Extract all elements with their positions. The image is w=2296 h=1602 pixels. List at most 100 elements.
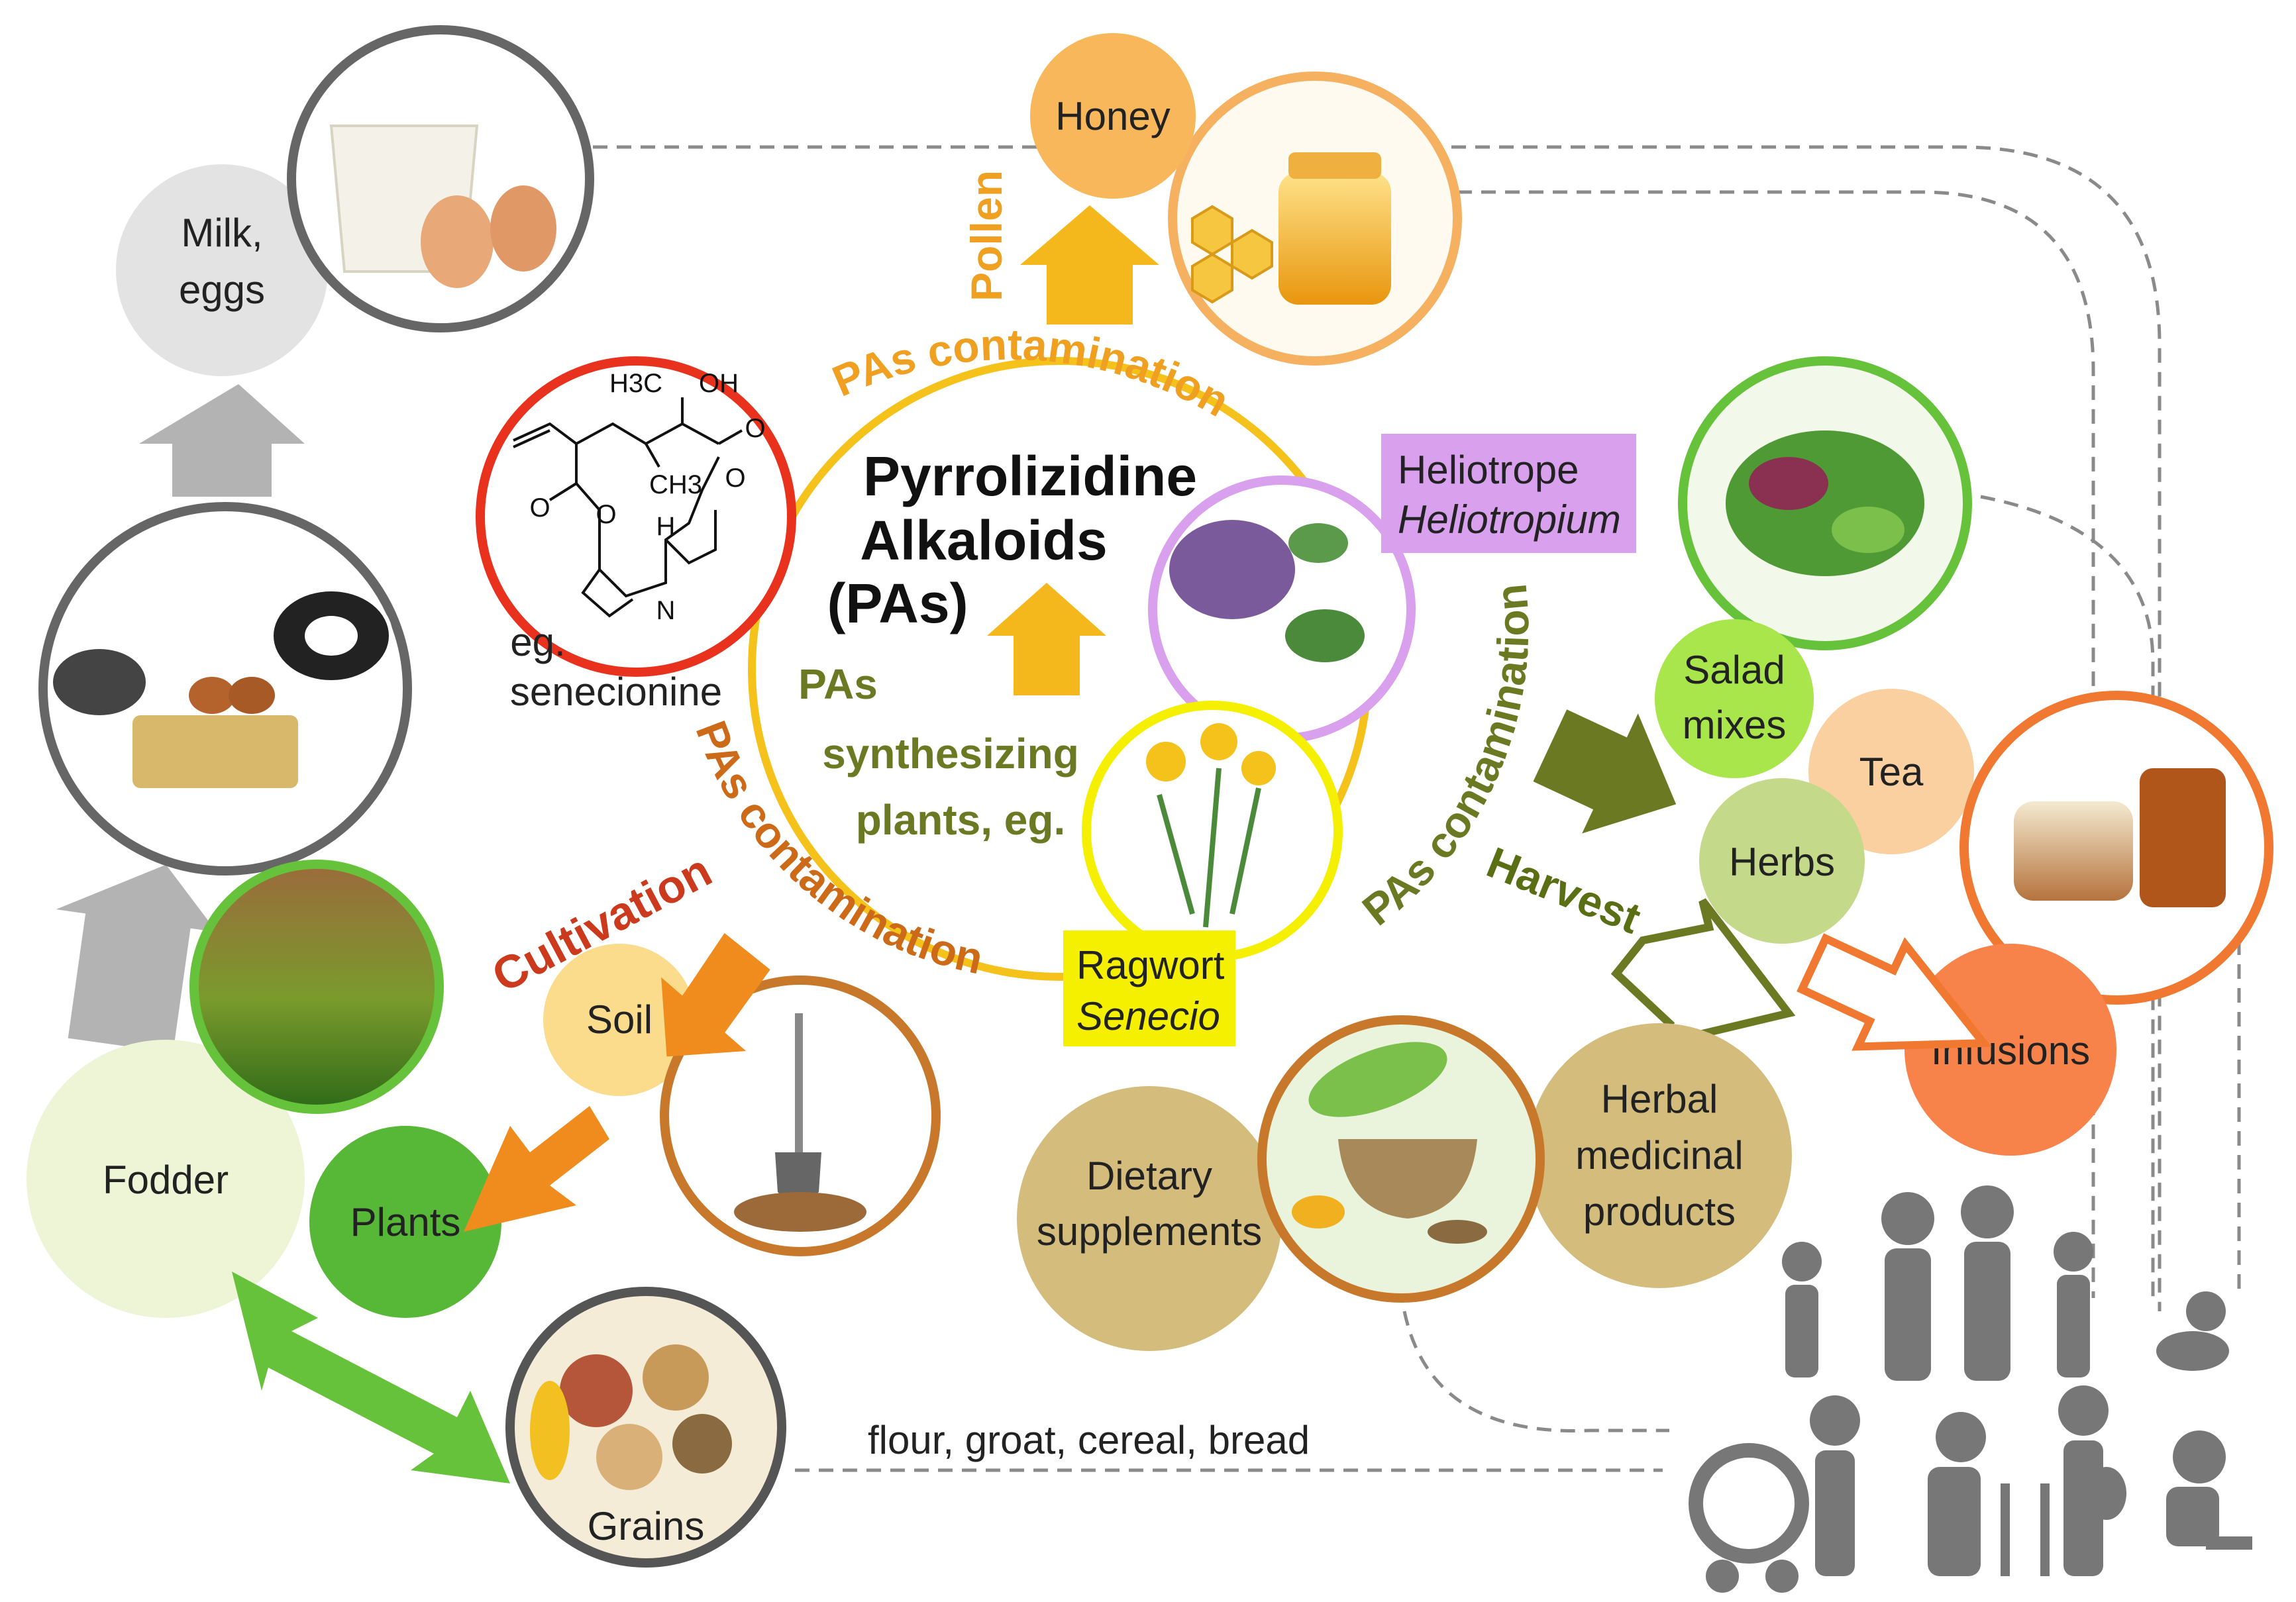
plants-node <box>309 1126 501 1318</box>
grains-fodder-double-arrow <box>232 1272 510 1483</box>
harvest-outline-arrow <box>1610 898 1796 1054</box>
molecule-senecionine: H3C OH CH3 O O O O H N eg. senecionine <box>476 356 796 714</box>
salad-label-line1: Salad <box>1683 648 1785 692</box>
heliotrope-flower-icon <box>1169 520 1295 619</box>
dirt-icon <box>734 1192 866 1232</box>
cultivation-arrow-lower <box>464 1106 609 1232</box>
molecule-h3c: H3C <box>609 369 662 398</box>
milk-node <box>116 164 328 376</box>
heliotrope-group: Heliotrope Heliotropium <box>1148 434 1636 743</box>
center-sub-line2: synthesizing <box>822 730 1079 777</box>
herbal-label-line2: medicinal <box>1575 1133 1743 1177</box>
dietary-label-line1: Dietary <box>1086 1154 1212 1198</box>
grain-products-label: flour, groat, cereal, bread <box>868 1418 1310 1462</box>
tea-group: Tea Herbs Infusions <box>1699 689 2273 1156</box>
grains-group: Grains <box>505 1287 786 1568</box>
supplements-group: Dietary supplements Herbal medicinal pro… <box>1017 1015 1792 1351</box>
molecule-circle <box>476 356 796 677</box>
people-group <box>1689 1185 2252 1593</box>
molecule-o1: O <box>745 414 765 443</box>
infusions-outline-arrow <box>1797 933 1992 1051</box>
fodder-label: Fodder <box>103 1158 229 1202</box>
dietary-label-line2: supplements <box>1037 1209 1262 1254</box>
center-sub-line1: PAs <box>798 660 878 708</box>
mortar-icon <box>1338 1139 1477 1219</box>
pollen-up-arrow <box>1020 205 1159 325</box>
molecule-structure-icon <box>513 397 743 618</box>
dash-honey <box>1457 190 2095 1298</box>
heliotrope-common: Heliotrope <box>1398 448 1579 492</box>
field-photo-circle <box>189 860 444 1114</box>
milk-eggs-group: Milk, eggs <box>116 25 594 376</box>
leaf-icon <box>1308 1042 1447 1117</box>
tea-node <box>1808 689 1974 854</box>
egg-icon <box>421 195 494 288</box>
field-group: Fodder Plants <box>26 860 501 1318</box>
tea-label: Tea <box>1859 750 1924 794</box>
gray-up-arrow-bottom <box>56 864 217 1053</box>
salad-node <box>1655 619 1814 778</box>
soil-node <box>543 944 696 1096</box>
center-title-line1: Pyrrolizidine <box>863 445 1197 507</box>
soil-label: Soil <box>586 997 652 1042</box>
honey-node <box>1030 33 1196 199</box>
molecule-oh: OH <box>699 369 739 398</box>
molecule-caption-line1: eg. <box>510 620 565 664</box>
plants-label: Plants <box>350 1200 461 1244</box>
center-sub-line3: plants, eg. <box>856 796 1066 844</box>
infusions-node <box>1905 944 2116 1156</box>
heliotrope-label-box <box>1381 434 1636 553</box>
molecule-caption-line2: senecionine <box>510 670 722 714</box>
dash-milk <box>593 145 2162 1311</box>
tea-glass-icon <box>2014 801 2133 901</box>
grains-label: Grains <box>588 1504 705 1548</box>
corn-icon <box>530 1381 570 1480</box>
pregnant-icon <box>2058 1385 2126 1576</box>
goat-icon <box>53 649 146 715</box>
honeycomb-icon <box>1191 205 1273 304</box>
parent-stroller-icon <box>1689 1395 1860 1593</box>
center-title-line2: Alkaloids <box>860 509 1107 572</box>
herbal-label-line3: products <box>1583 1189 1736 1234</box>
fodder-node <box>26 1040 305 1318</box>
milk-label-line2: eggs <box>179 268 265 312</box>
center-title: Pyrrolizidine Alkaloids (PAs) <box>827 445 1197 634</box>
cultivation-arrow-upper <box>661 932 770 1057</box>
herbs-node <box>1699 778 1865 944</box>
heliotrope-photo-circle <box>1148 476 1416 743</box>
center-title-line3: (PAs) <box>827 572 968 634</box>
animals-group <box>38 502 412 876</box>
heliotrope-latin: Heliotropium <box>1398 497 1621 542</box>
harvest-label: Harvest <box>1481 837 1647 942</box>
ragwort-latin: Senecio <box>1076 994 1220 1038</box>
seated-person-icon <box>2166 1430 2252 1550</box>
salad-group: Salad mixes <box>1655 356 1972 778</box>
center-subtitle: PAs synthesizing plants, eg. <box>798 660 1079 844</box>
shovel-icon <box>795 1013 803 1152</box>
milk-label-line1: Milk, <box>181 211 262 255</box>
gray-up-arrow-top <box>139 384 305 497</box>
molecule-n: N <box>656 596 676 625</box>
ragwort-group: Ragwort Senecio <box>1063 701 1343 1046</box>
dash-dietary <box>1402 1311 1669 1432</box>
dashed-connectors <box>593 145 2241 1472</box>
center-up-arrow <box>987 583 1106 695</box>
honey-jar-icon <box>1278 172 1391 305</box>
herbal-label-line1: Herbal <box>1601 1077 1718 1121</box>
molecule-ch3: CH3 <box>649 470 702 499</box>
ragwort-common: Ragwort <box>1076 943 1225 987</box>
molecule-o4: O <box>596 500 616 529</box>
grain-bowl-icon <box>560 1354 633 1427</box>
family-icon <box>1782 1185 2093 1381</box>
herbal-node <box>1527 1023 1792 1288</box>
capsule-icon <box>1292 1195 1345 1228</box>
ragwort-label-box <box>1063 930 1235 1046</box>
salad-label-line2: mixes <box>1683 703 1787 747</box>
molecule-h: H <box>656 512 676 541</box>
dash-salad <box>1980 495 2155 1298</box>
baby-icon <box>2156 1291 2229 1371</box>
molecule-o2: O <box>725 464 745 493</box>
pollen-label: Pollen <box>962 170 1011 301</box>
hay-bale-icon <box>132 715 298 788</box>
